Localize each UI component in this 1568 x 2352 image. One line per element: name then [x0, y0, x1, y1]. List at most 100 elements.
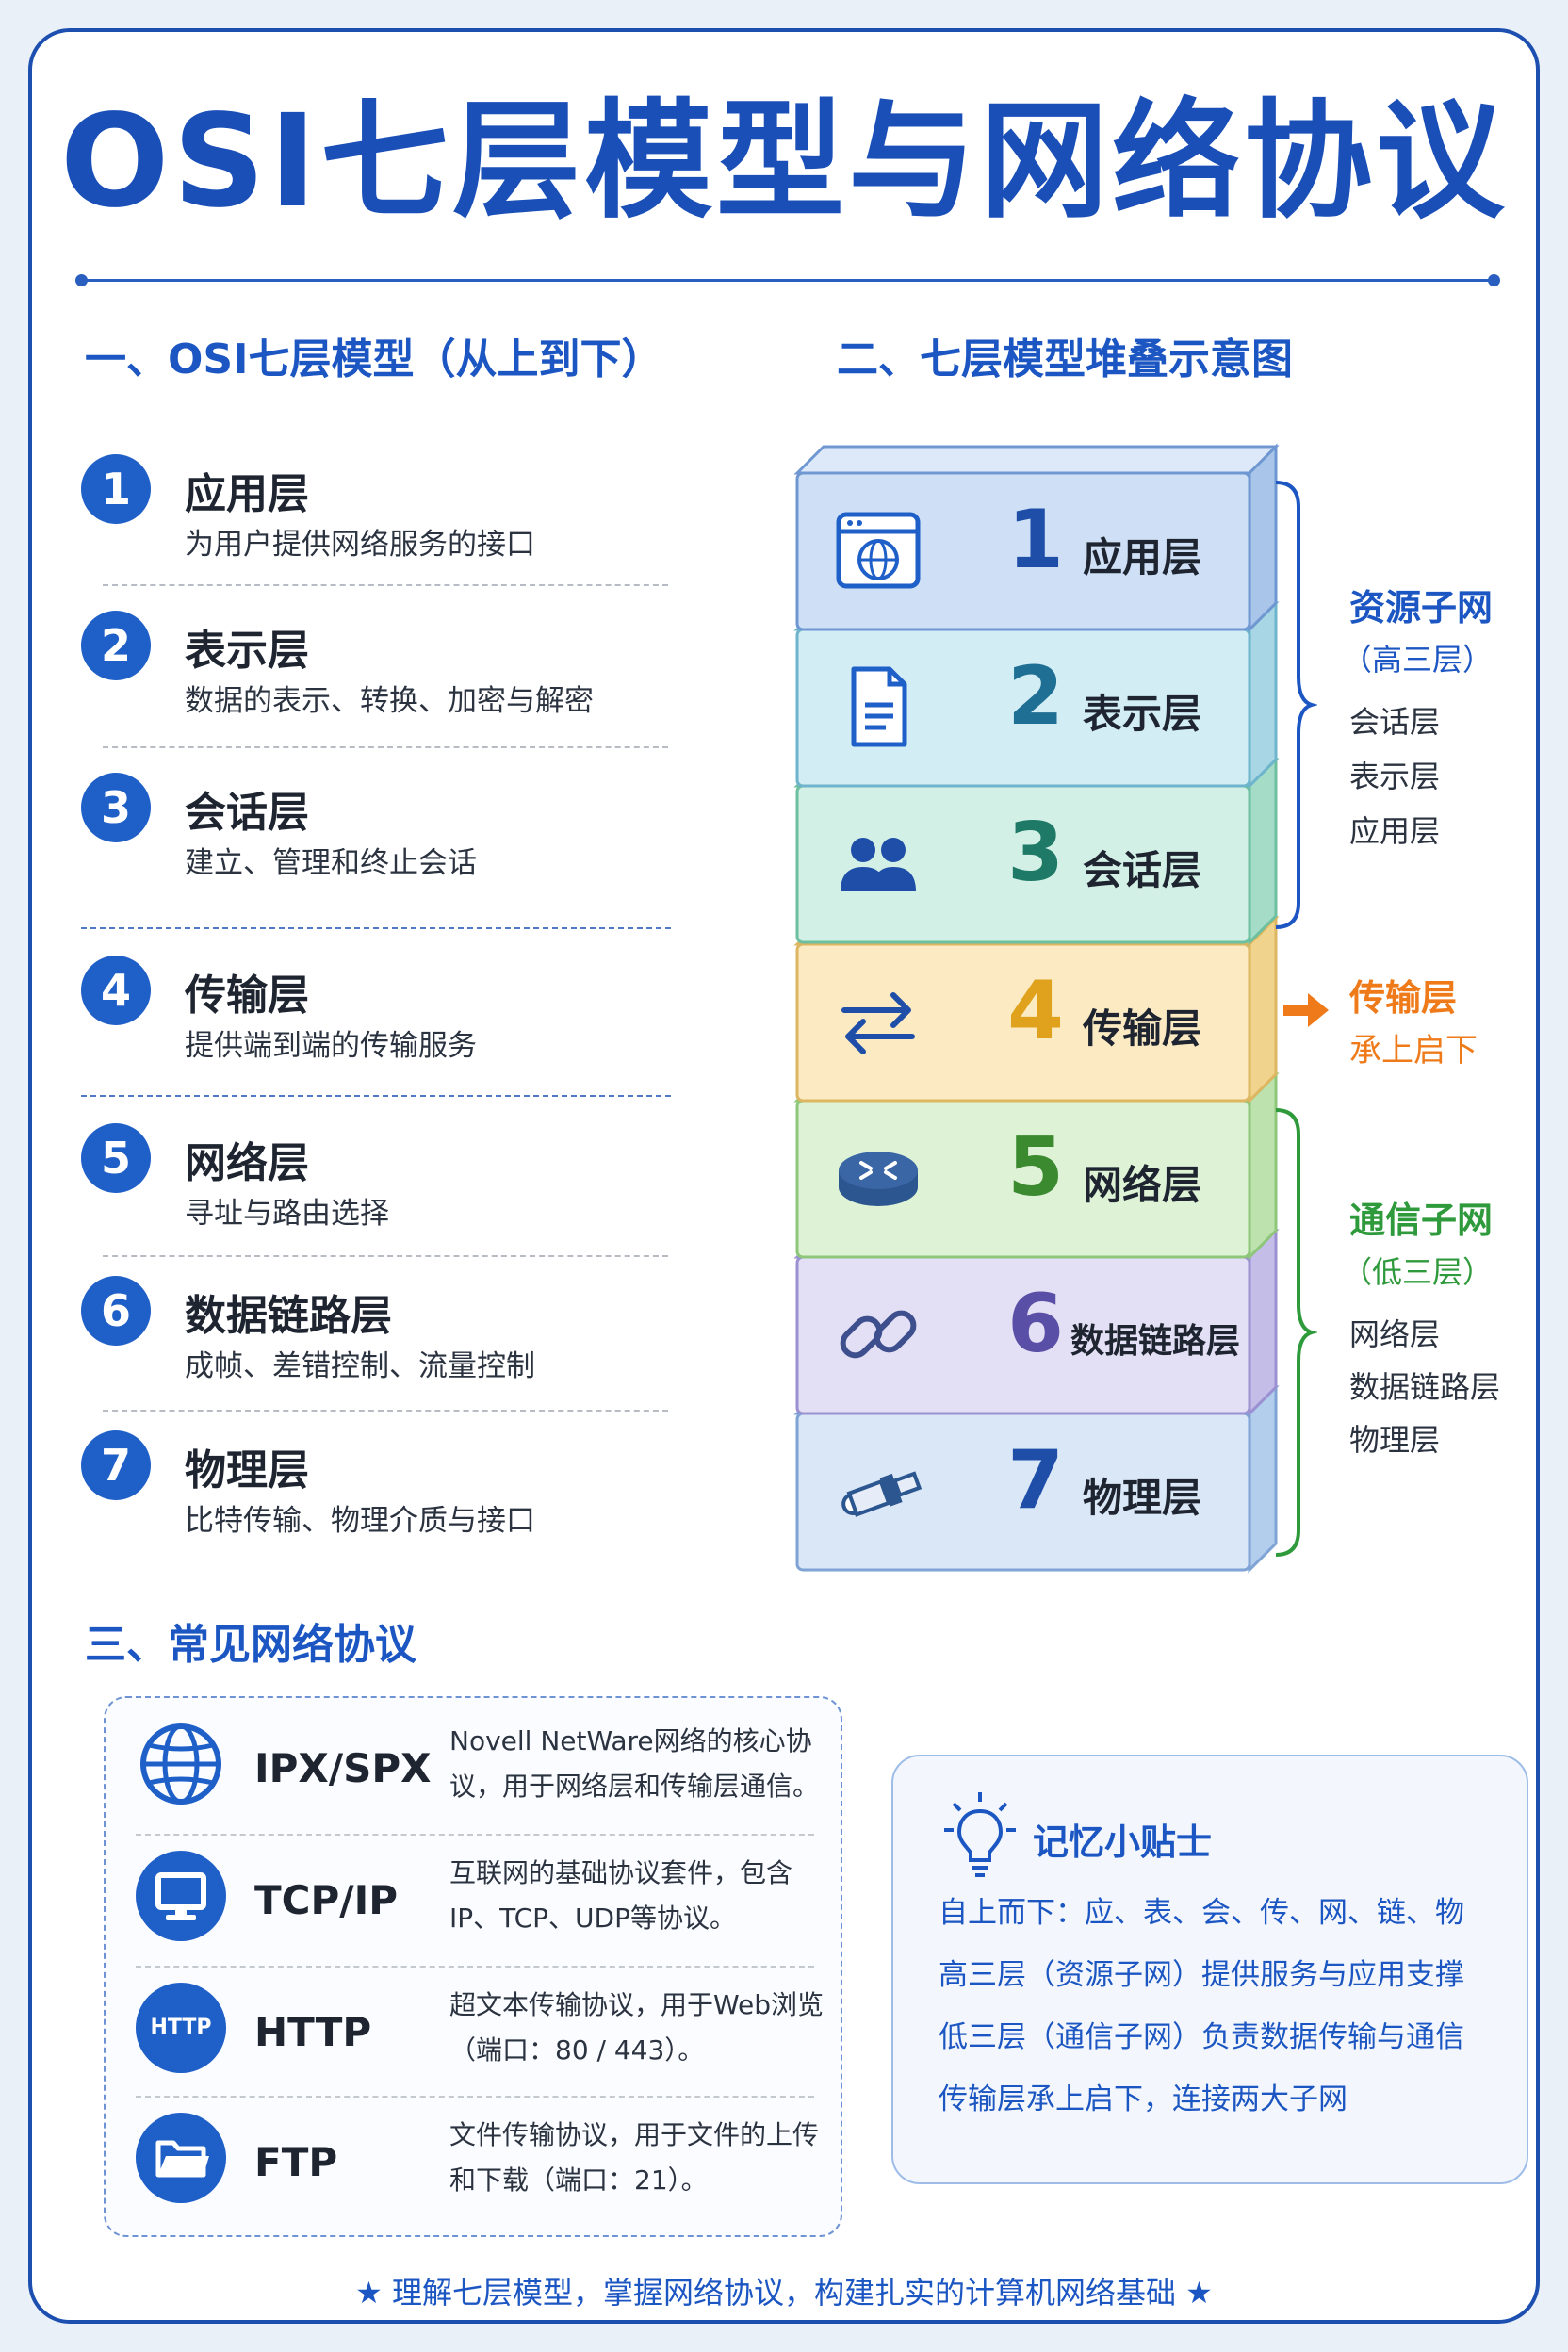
divider	[103, 1255, 668, 1257]
upper-group-item: 表示层	[1349, 759, 1441, 794]
layer-item-2: 2 表示层 数据的表示、转换、加密与解密	[81, 609, 703, 750]
layer-desc: 数据的表示、转换、加密与解密	[185, 684, 594, 718]
protocol-desc: 互联网的基础协议套件，包含IP、TCP、UDP等协议。	[449, 1857, 793, 1934]
layer-name: 表示层	[185, 627, 309, 675]
layer-desc: 提供端到端的传输服务	[185, 1029, 477, 1063]
layer-number-badge: 6	[81, 1276, 151, 1346]
memory-tip-card: 记忆小贴士 自上而下：应、表、会、传、网、链、物 高三层（资源子网）提供服务与应…	[891, 1755, 1528, 2184]
protocols-heading: 三、常见网络协议	[85, 1621, 416, 1669]
divider	[103, 1410, 668, 1412]
layer-name: 网络层	[185, 1139, 309, 1187]
upper-group-sub: （高三层）	[1342, 642, 1494, 678]
lower-group-item: 物理层	[1349, 1422, 1441, 1458]
protocol-desc: 文件传输协议，用于文件的上传和下载（端口：21）。	[449, 2119, 820, 2196]
stack-block-label: 网络层	[1083, 1162, 1202, 1208]
stack-block-3: 3 会话层	[793, 756, 1280, 946]
monitor-icon	[136, 1851, 226, 1941]
lower-group-title: 通信子网	[1349, 1200, 1494, 1241]
layer-name: 传输层	[185, 972, 309, 1020]
lower-group-bracket	[1275, 1108, 1317, 1557]
protocols-card: IPX/SPX Novell NetWare网络的核心协议，用于网络层和传输层通…	[104, 1696, 842, 2237]
users-icon	[833, 818, 923, 908]
http-icon: HTTP	[136, 1983, 226, 2073]
tip-line: 传输层承上启下，连接两大子网	[939, 2082, 1348, 2116]
footer-slogan: ★ 理解七层模型，掌握网络协议，构建扎实的计算机网络基础 ★	[355, 2275, 1213, 2311]
divider-blue	[81, 1095, 671, 1097]
document-icon	[833, 662, 923, 752]
layer-desc: 建立、管理和终止会话	[185, 846, 477, 880]
protocol-name: HTTP	[254, 2009, 372, 2055]
layers-heading: 一、OSI七层模型（从上到下）	[85, 335, 663, 384]
tip-title: 记忆小贴士	[1033, 1821, 1213, 1863]
title-divider	[75, 274, 1500, 286]
stack-block-number: 3	[1007, 806, 1064, 900]
layer-item-6: 6 数据链路层 成帧、差错控制、流量控制	[81, 1274, 703, 1415]
stack-block-label: 应用层	[1083, 534, 1202, 580]
globe-icon	[136, 1719, 226, 1809]
divider	[136, 1966, 814, 1968]
stack-heading: 二、七层模型堆叠示意图	[837, 335, 1293, 384]
layer-number-badge: 4	[81, 956, 151, 1025]
stack-block-label: 物理层	[1083, 1475, 1202, 1521]
arrow-right-icon	[1283, 993, 1329, 1027]
stack-block-number: 6	[1007, 1277, 1064, 1371]
divider	[103, 584, 668, 586]
stack-block-label: 会话层	[1083, 847, 1202, 893]
upper-group-bracket	[1275, 481, 1317, 929]
lightbulb-icon	[944, 1792, 1016, 1877]
layer-desc: 为用户提供网络服务的接口	[185, 528, 535, 562]
layer-item-5: 5 网络层 寻址与路由选择	[81, 1121, 703, 1263]
tip-line: 高三层（资源子网）提供服务与应用支撑	[939, 1958, 1464, 1992]
upper-group-item: 应用层	[1349, 813, 1441, 849]
layer-name: 应用层	[185, 470, 309, 518]
stack-block-number: 4	[1007, 964, 1064, 1058]
lower-group-item: 数据链路层	[1349, 1369, 1501, 1405]
layer-number-badge: 2	[81, 611, 151, 680]
layer-number-badge: 1	[81, 454, 151, 524]
stack-block-number: 5	[1007, 1120, 1064, 1215]
upper-group-title: 资源子网	[1349, 587, 1494, 629]
lower-group-sub: （低三层）	[1342, 1254, 1494, 1290]
protocol-name: TCP/IP	[254, 1877, 399, 1923]
layer-number-badge: 7	[81, 1430, 151, 1500]
layer-item-3: 3 会话层 建立、管理和终止会话	[81, 771, 703, 912]
swap-arrows-icon	[833, 976, 923, 1067]
protocol-name: FTP	[254, 2139, 338, 2185]
poster: OSI七层模型与网络协议 一、OSI七层模型（从上到下） 二、七层模型堆叠示意图…	[28, 28, 1540, 2324]
protocol-desc: Novell NetWare网络的核心协议，用于网络层和传输层通信。	[449, 1725, 820, 1802]
upper-group-item: 会话层	[1349, 704, 1441, 740]
layer-number-badge: 3	[81, 773, 151, 842]
stack-block-label: 表示层	[1083, 691, 1202, 737]
protocol-row: HTTP HTTP 超文本传输协议，用于Web浏览（端口：80 / 443）。	[106, 1966, 844, 2096]
stack-block-number: 2	[1007, 649, 1064, 743]
tip-line: 低三层（通信子网）负责数据传输与通信	[939, 2020, 1464, 2054]
router-icon	[833, 1133, 923, 1223]
layer-item-1: 1 应用层 为用户提供网络服务的接口	[81, 452, 703, 594]
layer-item-4: 4 传输层 提供端到端的传输服务	[81, 954, 703, 1095]
divider	[136, 2096, 814, 2098]
page-title: OSI七层模型与网络协议	[59, 88, 1509, 237]
stack-block-7: 7 物理层	[793, 1383, 1280, 1574]
protocol-desc: 超文本传输协议，用于Web浏览（端口：80 / 443）。	[449, 1989, 825, 2066]
http-icon-label: HTTP	[150, 2016, 212, 2039]
folder-icon	[136, 2113, 226, 2203]
divider	[103, 746, 668, 748]
protocol-row: IPX/SPX Novell NetWare网络的核心协议，用于网络层和传输层通…	[106, 1702, 844, 1832]
transport-group-sub: 承上启下	[1349, 1032, 1478, 1070]
cable-connector-icon	[833, 1446, 923, 1536]
layer-name: 物理层	[185, 1446, 309, 1494]
protocol-name: IPX/SPX	[254, 1745, 432, 1791]
tip-line: 自上而下：应、表、会、传、网、链、物	[939, 1896, 1464, 1930]
layer-desc: 比特传输、物理介质与接口	[185, 1504, 535, 1538]
stack-block-number: 1	[1007, 493, 1064, 587]
layer-item-7: 7 物理层 比特传输、物理介质与接口	[81, 1429, 703, 1570]
protocol-row: FTP 文件传输协议，用于文件的上传和下载（端口：21）。	[106, 2096, 844, 2226]
link-icon	[833, 1289, 923, 1380]
divider-blue	[81, 927, 671, 929]
stack-block-label: 传输层	[1083, 1005, 1202, 1052]
divider	[136, 1834, 814, 1836]
layer-desc: 成帧、差错控制、流量控制	[185, 1349, 535, 1383]
stack-block-1: 1 应用层	[793, 443, 1280, 633]
browser-globe-icon	[833, 505, 923, 596]
transport-group-title: 传输层	[1349, 977, 1458, 1019]
